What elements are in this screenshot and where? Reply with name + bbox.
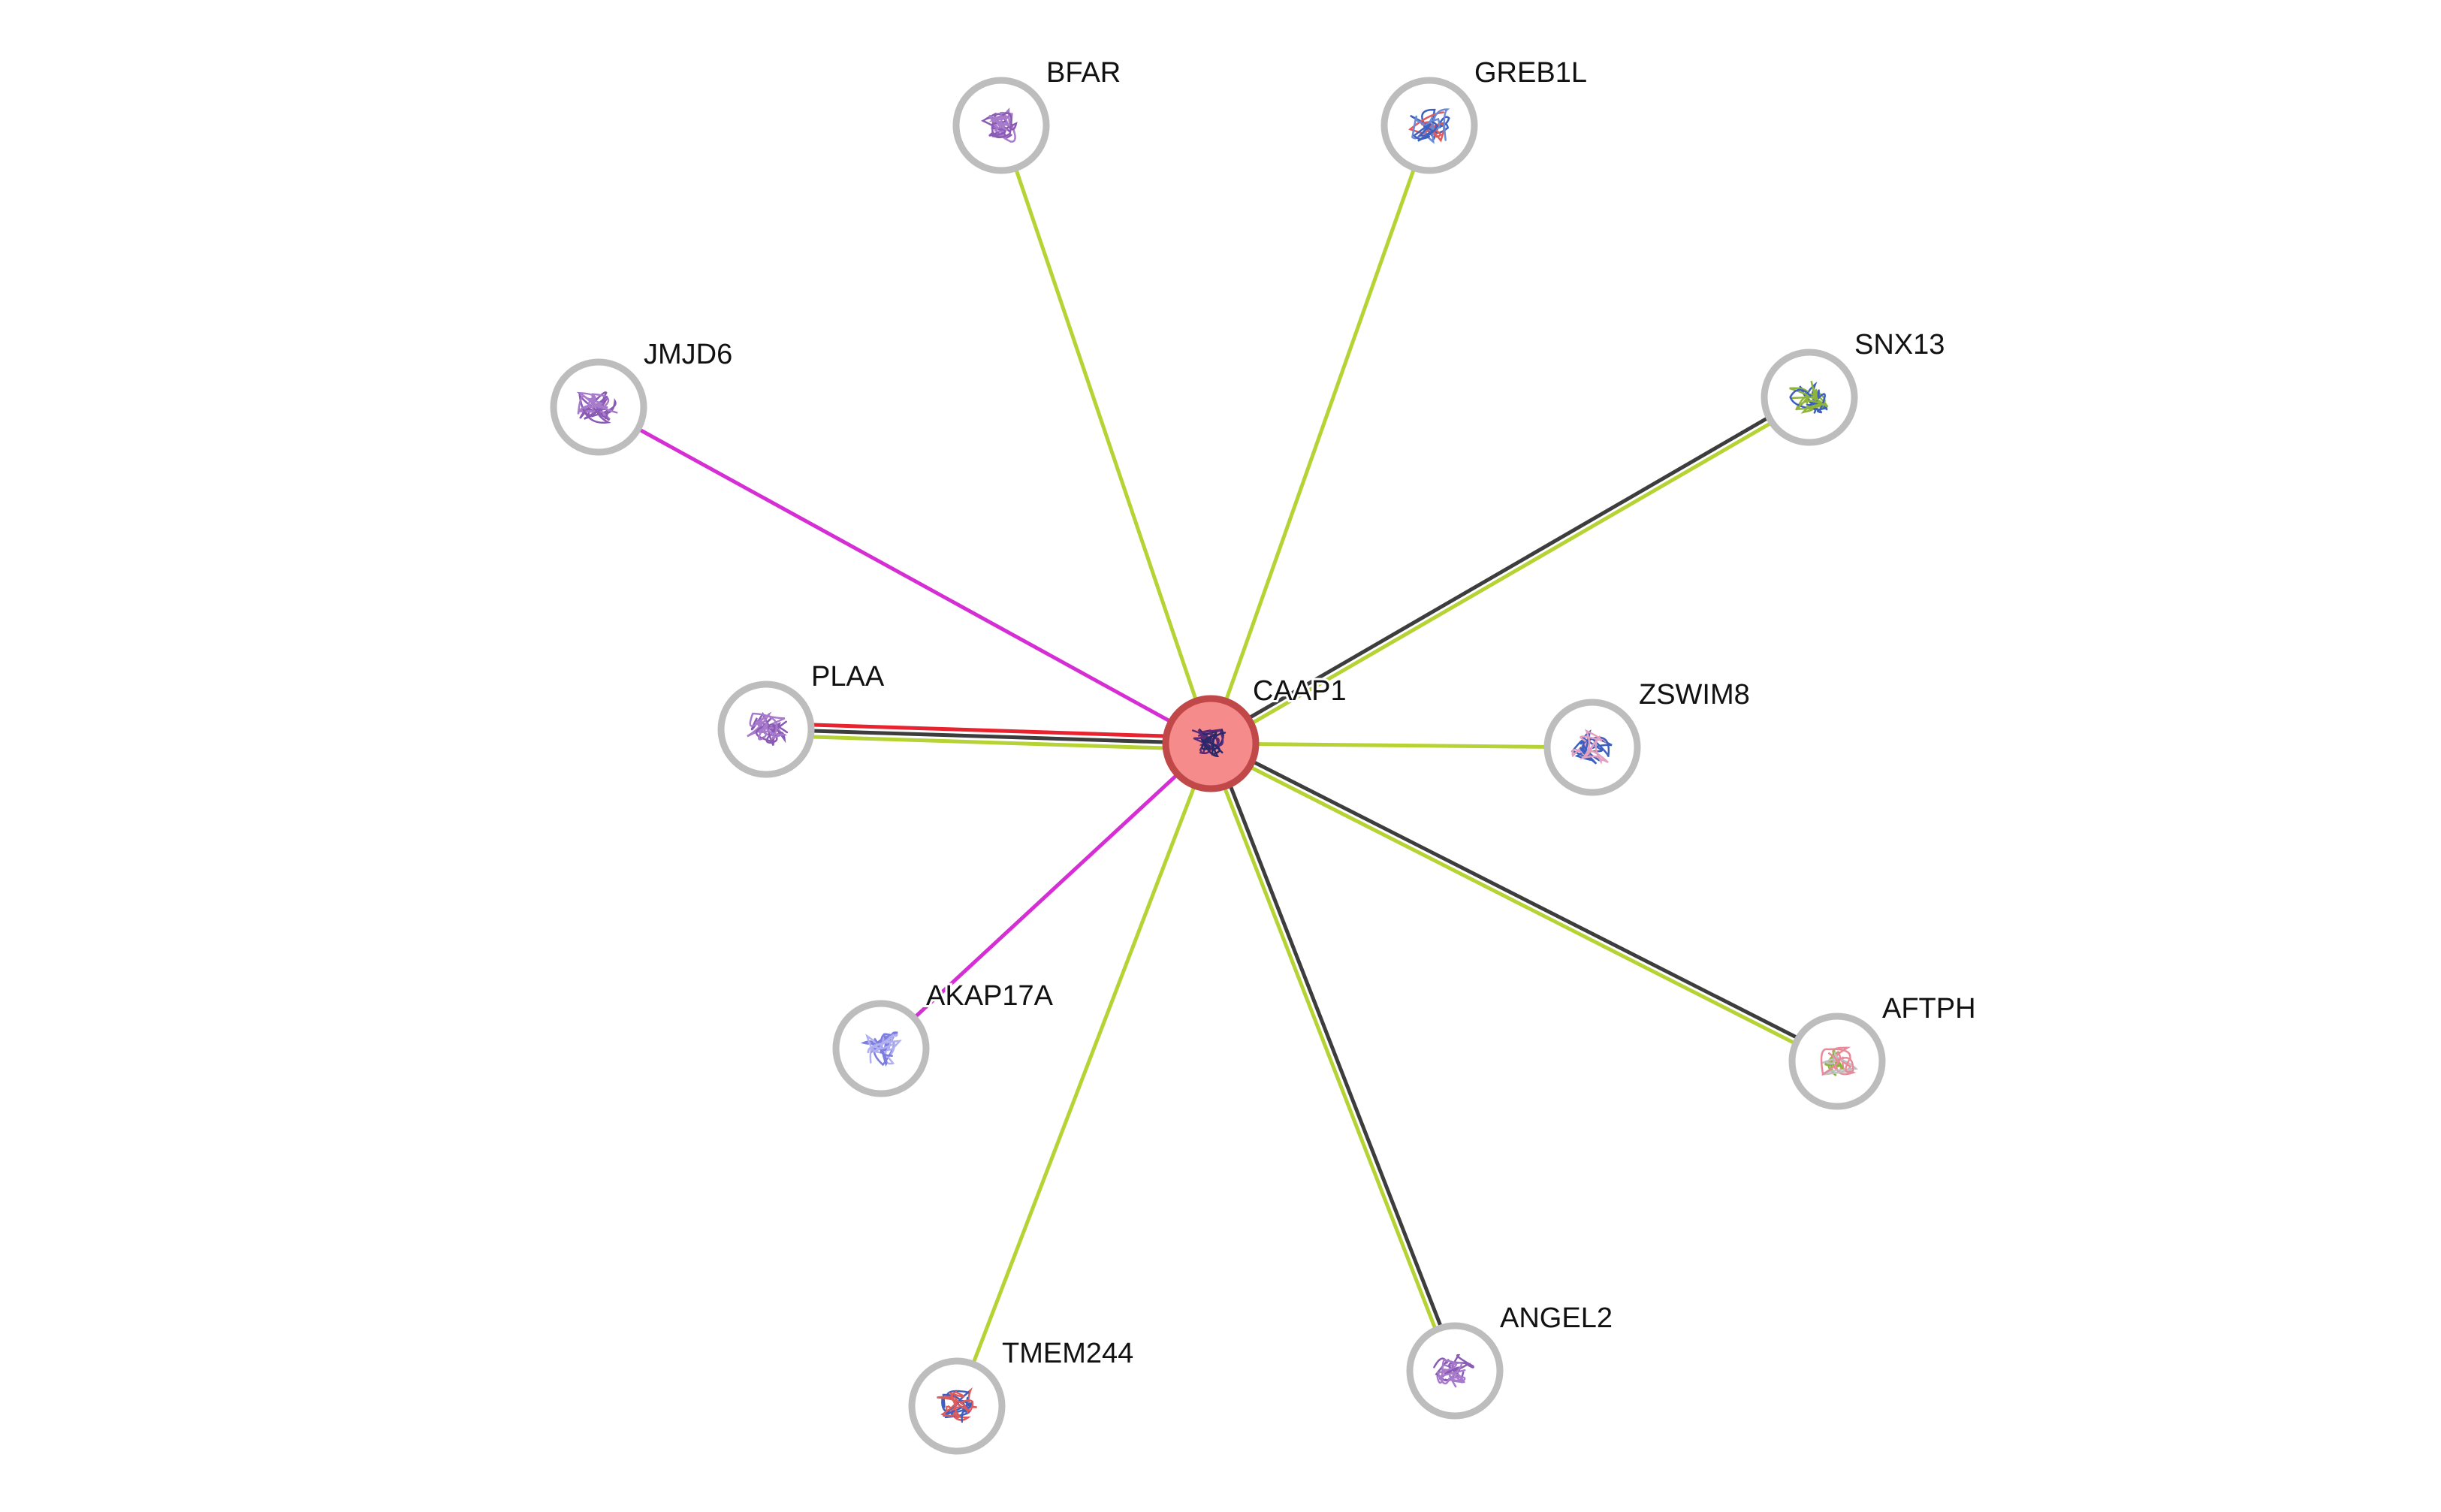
node-tmem244[interactable]: TMEM244 — [908, 1335, 1136, 1455]
edge-plaa[interactable] — [765, 721, 1211, 752]
structure-glyph — [578, 392, 611, 424]
structure-glyph — [988, 112, 1018, 139]
structure-glyph — [755, 717, 789, 746]
node-label-angel2: ANGEL2 — [1500, 1302, 1613, 1334]
edge-aftph[interactable] — [1208, 739, 1839, 1066]
structure-glyph — [1789, 388, 1826, 414]
edge-line-plaa — [766, 721, 1211, 740]
node-caap1[interactable]: CAAP1 — [1162, 673, 1349, 792]
edge-line-akap17a — [880, 742, 1212, 1050]
edge-line-zswim8 — [1210, 741, 1593, 750]
edges-layer — [597, 125, 1839, 1407]
structure-glyph — [988, 115, 1011, 133]
edge-line-snx13 — [1211, 398, 1812, 748]
node-angel2[interactable]: ANGEL2 — [1406, 1300, 1615, 1420]
structure-glyph — [747, 711, 786, 739]
edge-line-jmjd6 — [597, 405, 1212, 746]
node-snx13[interactable]: SNX13 — [1761, 327, 1947, 446]
edge-line-tmem244 — [955, 743, 1213, 1407]
edge-line-angel2 — [1211, 741, 1460, 1371]
structure-glyph — [988, 107, 1016, 143]
structure-glyph — [1579, 729, 1603, 765]
structure-glyph — [937, 1390, 974, 1417]
structure-glyph — [749, 712, 787, 741]
structure-glyph — [1199, 732, 1227, 757]
node-plaa[interactable]: PLAA — [717, 659, 887, 778]
edge-bfar[interactable] — [999, 125, 1213, 744]
node-label-snx13: SNX13 — [1854, 329, 1945, 361]
structure-glyph — [1436, 1359, 1466, 1385]
edge-line-plaa — [765, 733, 1211, 752]
edge-tmem244[interactable] — [955, 743, 1213, 1407]
structure-glyph — [1820, 1048, 1854, 1076]
node-akap17a[interactable]: AKAP17A — [832, 978, 1056, 1097]
node-aftph[interactable]: AFTPH — [1788, 991, 1978, 1110]
node-label-greb1l: GREB1L — [1474, 57, 1587, 89]
node-jmjd6[interactable]: JMJD6 — [550, 337, 735, 456]
edge-line-aftph — [1208, 744, 1837, 1066]
node-zswim8[interactable]: ZSWIM8 — [1543, 677, 1752, 796]
edge-line-greb1l — [1208, 125, 1432, 744]
node-label-tmem244: TMEM244 — [1002, 1338, 1133, 1369]
edge-snx13[interactable] — [1208, 393, 1812, 748]
edge-line-bfar — [999, 125, 1213, 744]
structure-glyph — [1441, 1364, 1466, 1388]
structure-glyph — [576, 391, 611, 421]
structure-glyph — [874, 1033, 894, 1067]
structure-glyph — [1799, 382, 1828, 414]
edge-akap17a[interactable] — [880, 742, 1212, 1050]
structure-glyph — [1410, 108, 1450, 140]
node-label-zswim8: ZSWIM8 — [1639, 679, 1750, 711]
edge-angel2[interactable] — [1205, 741, 1460, 1373]
edge-line-plaa — [765, 727, 1211, 746]
edge-line-snx13 — [1208, 393, 1809, 743]
structure-glyph — [1411, 108, 1450, 144]
structure-glyph — [1408, 111, 1445, 143]
structure-glyph — [1796, 380, 1827, 414]
node-label-jmjd6: JMJD6 — [644, 339, 732, 370]
node-bfar[interactable]: BFAR — [952, 55, 1123, 174]
node-label-plaa: PLAA — [811, 661, 885, 693]
edge-zswim8[interactable] — [1210, 741, 1593, 750]
structure-glyph — [946, 1387, 977, 1421]
structure-glyph — [1413, 121, 1438, 142]
node-label-caap1: CAAP1 — [1253, 675, 1347, 707]
edge-jmjd6[interactable] — [597, 405, 1212, 746]
node-circle — [908, 1357, 1006, 1455]
structure-glyph — [577, 395, 618, 415]
node-label-aftph: AFTPH — [1882, 993, 1976, 1025]
edge-greb1l[interactable] — [1208, 125, 1432, 744]
edge-line-angel2 — [1205, 744, 1454, 1373]
structure-glyph — [867, 1034, 902, 1055]
node-greb1l[interactable]: GREB1L — [1380, 55, 1589, 174]
node-label-akap17a: AKAP17A — [926, 980, 1054, 1012]
structure-glyph — [865, 1033, 895, 1065]
node-label-bfar: BFAR — [1046, 57, 1121, 89]
edge-line-aftph — [1211, 739, 1839, 1061]
